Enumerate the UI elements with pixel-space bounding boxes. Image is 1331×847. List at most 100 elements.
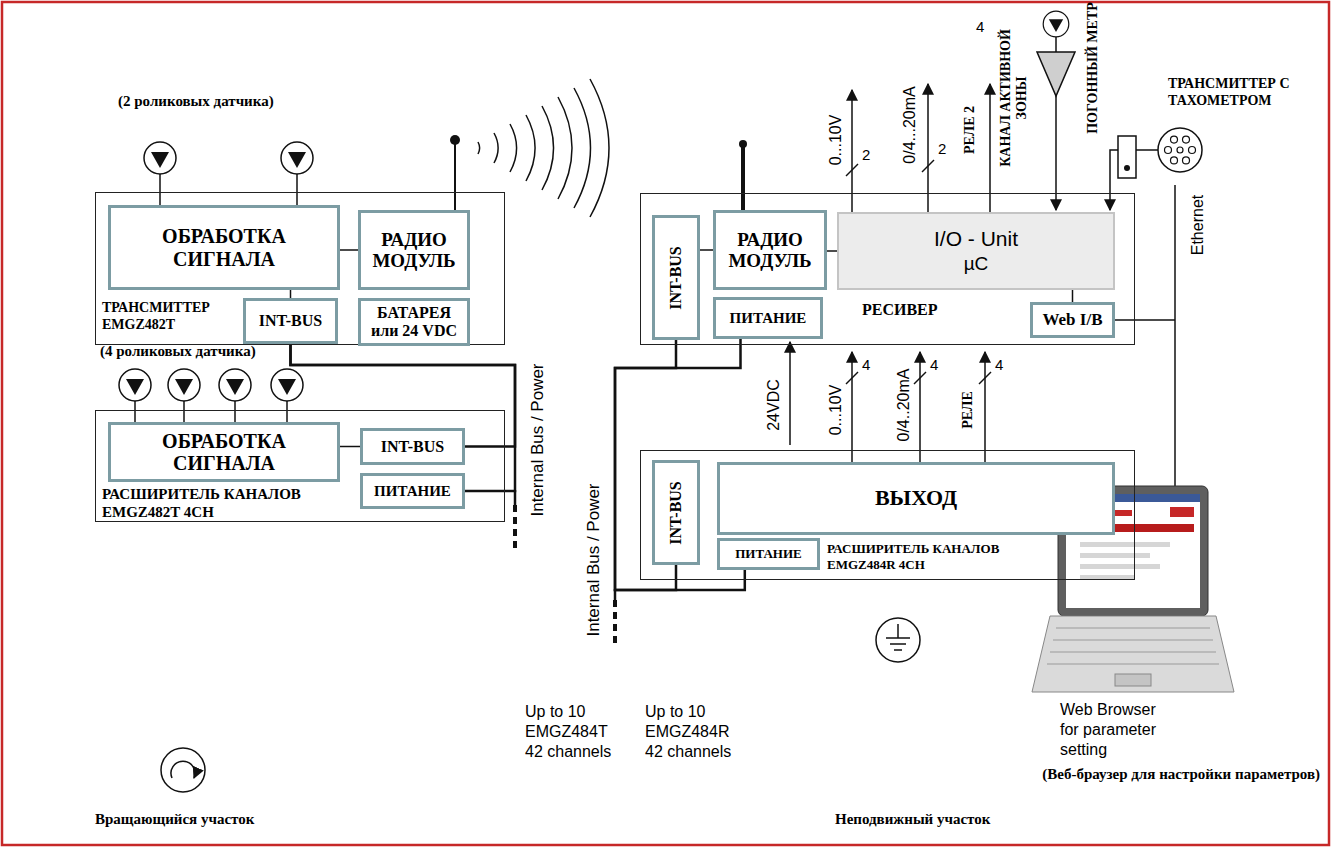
sensor-wire (234, 401, 236, 422)
sensor-wire (296, 174, 298, 205)
input-arrow (1110, 150, 1118, 210)
label-text: Internal Bus / Power (584, 483, 604, 636)
transmitter-antenna (450, 135, 460, 210)
channel-slash (846, 372, 858, 384)
sensor-wire (183, 401, 185, 422)
module-box: ПИТАНИЕ (717, 538, 820, 570)
wheel-hole (1183, 157, 1190, 164)
box-text: INT-BUS (259, 312, 322, 330)
module-box: БАТАРЕЯ или 24 VDC (358, 298, 470, 346)
label-text: (4 роликовых датчика) (100, 342, 256, 360)
amplifier-triangle (1037, 52, 1075, 96)
box-text: ОБРАБОТКА СИГНАЛА (144, 225, 304, 270)
channel-slash (922, 160, 934, 172)
connector (1072, 290, 1074, 302)
radio-waves (478, 79, 609, 217)
connector (700, 249, 713, 251)
symbol-circle (876, 618, 920, 662)
module-box: Web I/B (1030, 302, 1115, 338)
label-text: Неподвижный участок (835, 810, 990, 828)
page-logo (1170, 507, 1194, 517)
tacho-wheel (1158, 128, 1202, 172)
bus-dashed (513, 505, 517, 548)
bus-dashed (613, 600, 617, 648)
bus-line (614, 589, 617, 600)
device-box: РЕСИВЕР INT-BUS РАДИО МОДУЛЬ I/O - UnitµC ПИ… (640, 193, 1135, 345)
page-line (1080, 553, 1150, 558)
wave-arc (494, 133, 498, 163)
device-box: РАСШИРИТЕЛЬ КАНАЛОВ EMGZ484R 4CH INT-BUS В… (640, 450, 1135, 580)
connector (340, 446, 360, 448)
label-text: 0/4...20mA (900, 86, 919, 163)
box-text: I/O - Unit (934, 226, 1018, 252)
box-text: INT-BUS (381, 438, 444, 456)
connector (290, 290, 292, 298)
box-text: Web I/B (1043, 310, 1103, 329)
label-text: 0...10V (826, 385, 845, 436)
wheel-holes (1165, 136, 1196, 164)
box-text: БАТАРЕЯ или 24 VDC (366, 304, 462, 340)
box-text: ПИТАНИЕ (735, 547, 802, 562)
module-box: INT-BUS (652, 215, 700, 340)
box-text: ОБРАБОТКА СИГНАЛА (144, 430, 304, 475)
channel-slash (846, 164, 858, 176)
sensor-wire (159, 174, 161, 205)
label-text: 2 (938, 140, 946, 158)
roller-sensor (271, 369, 303, 401)
label-text: 4 (976, 18, 984, 36)
box-text: ВЫХОД (875, 486, 957, 511)
wave-arc (558, 97, 572, 199)
symbol-circle (161, 748, 205, 792)
box-text: ПИТАНИЕ (730, 310, 807, 327)
wheel-hole (1171, 157, 1178, 164)
roller-sensors-top (144, 142, 313, 205)
module-box: РАДИО МОДУЛЬ (713, 210, 827, 290)
antenna-tip (739, 140, 747, 148)
io-unit-box: I/O - UnitµC (837, 212, 1115, 290)
laptop-base (1032, 616, 1234, 692)
module-box: ПИТАНИЕ (713, 297, 823, 339)
tachometer (1110, 128, 1202, 210)
wheel-hole (1189, 147, 1196, 154)
roller-sensor (219, 369, 251, 401)
wave-arc (542, 106, 554, 190)
module-box: INT-BUS (360, 428, 465, 465)
touchpad (1115, 674, 1151, 686)
bus-line (514, 490, 517, 505)
label-text: РЕЛЕ (960, 391, 977, 428)
ethernet-line (1115, 319, 1175, 321)
receiver-antenna (739, 140, 747, 210)
wheel-hole (1183, 136, 1190, 143)
box-text: РАДИО МОДУЛЬ (721, 229, 819, 272)
label-text: ТРАНСМИТТЕР С ТАХОМЕТРОМ (1168, 76, 1328, 110)
label-text: 4 (862, 356, 870, 374)
ground-symbol (876, 618, 920, 662)
module-box: INT-BUS (243, 298, 338, 344)
roller-sensor (1043, 11, 1069, 37)
active-zone-sensor (1037, 11, 1075, 210)
wave-arc (510, 124, 517, 172)
power-arrow (789, 342, 791, 445)
expander-outputs (846, 352, 991, 462)
channel-slash (979, 372, 991, 384)
box-text: РЕСИВЕР (862, 300, 1022, 319)
box-text: РАСШИРИТЕЛЬ КАНАЛОВ EMGZ484R 4CH (827, 541, 1027, 572)
tacho-body (1118, 136, 1136, 178)
wave-arc (478, 142, 480, 154)
antenna-tip (450, 135, 460, 145)
label-text: 4 (995, 356, 1003, 374)
module-box: INT-BUS (652, 460, 700, 565)
module-box: ОБРАБОТКА СИГНАЛА (108, 422, 340, 482)
wave-arc (574, 88, 591, 208)
tacho-shaft (1136, 149, 1158, 151)
connector (827, 250, 837, 252)
ethernet-line (1174, 185, 1176, 486)
label-text: Up to 10 EMGZ484R 42 channels (645, 702, 737, 762)
label-text: 0...10V (826, 115, 845, 166)
label-text: 24VDC (764, 379, 783, 431)
module-box: РАДИО МОДУЛЬ (358, 210, 470, 290)
wheel-hole (1165, 147, 1172, 154)
roller-sensors-bottom (119, 369, 303, 422)
box-text: ПИТАНИЕ (374, 483, 451, 500)
antenna-rod (454, 143, 456, 210)
